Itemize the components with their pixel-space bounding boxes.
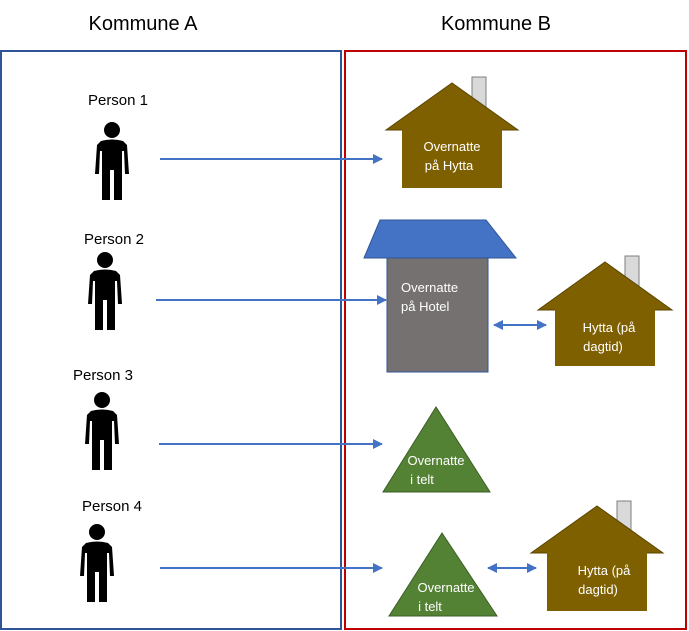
- cabin-3-label-line1: Hytta (på: [578, 563, 632, 578]
- cabin-1-roof: [384, 82, 520, 131]
- tent-1: Overnatte i telt: [382, 406, 491, 493]
- cabin-1-label-line2: på Hytta: [425, 158, 474, 173]
- cabin-daytime-2: Hytta (på dagtid): [529, 500, 665, 611]
- cabin-overnight: Overnatte på Hytta: [384, 76, 520, 188]
- person-3-figure-icon: [85, 392, 119, 470]
- kommune-a-region: [0, 50, 342, 630]
- hotel-body: [386, 256, 489, 373]
- cabin-3-roof: [529, 505, 665, 554]
- person-1-figure-icon: [95, 122, 129, 200]
- cabin-2-label-line1: Hytta (på: [583, 320, 637, 335]
- hotel: Overnatte på Hotel: [363, 219, 518, 373]
- person-4-figure-icon: [80, 524, 114, 602]
- person-3: Person 3: [73, 367, 133, 470]
- person-4: Person 4: [80, 498, 142, 602]
- person-2-label: Person 2: [84, 231, 144, 248]
- tent-2-shape: [388, 532, 498, 617]
- person-2-figure-icon: [88, 252, 122, 330]
- cabin-daytime-1: Hytta (på dagtid): [536, 255, 674, 366]
- hotel-roof: [363, 219, 518, 259]
- person-2: Person 2: [84, 231, 144, 330]
- person-1-label: Person 1: [88, 92, 148, 109]
- person-4-label: Person 4: [82, 498, 142, 515]
- kommune-b-region: [344, 50, 687, 630]
- hotel-label-line1: Overnatte: [401, 280, 458, 295]
- cabin-3-label-line2: dagtid): [578, 582, 618, 597]
- tent-2-label-line1: Overnatte: [417, 580, 474, 595]
- cabin-1-body: [402, 129, 502, 188]
- tent-2-label-line2: i telt: [418, 599, 442, 614]
- tent-2: Overnatte i telt: [388, 532, 498, 617]
- tent-1-label-line1: Overnatte: [407, 453, 464, 468]
- person-1: Person 1: [88, 92, 148, 200]
- cabin-1-label-line1: Overnatte: [423, 139, 480, 154]
- person-3-label: Person 3: [73, 367, 133, 384]
- hotel-label-line2: på Hotel: [401, 299, 450, 314]
- kommune-a-header: Kommune A: [89, 13, 199, 35]
- kommune-b-header: Kommune B: [441, 13, 551, 35]
- tent-1-label-line2: i telt: [410, 472, 434, 487]
- cabin-3-body: [547, 551, 647, 611]
- cabin-2-label-line2: dagtid): [583, 339, 623, 354]
- cabin-2-roof: [536, 261, 674, 311]
- tent-1-shape: [382, 406, 491, 493]
- cabin-2-body: [555, 308, 655, 366]
